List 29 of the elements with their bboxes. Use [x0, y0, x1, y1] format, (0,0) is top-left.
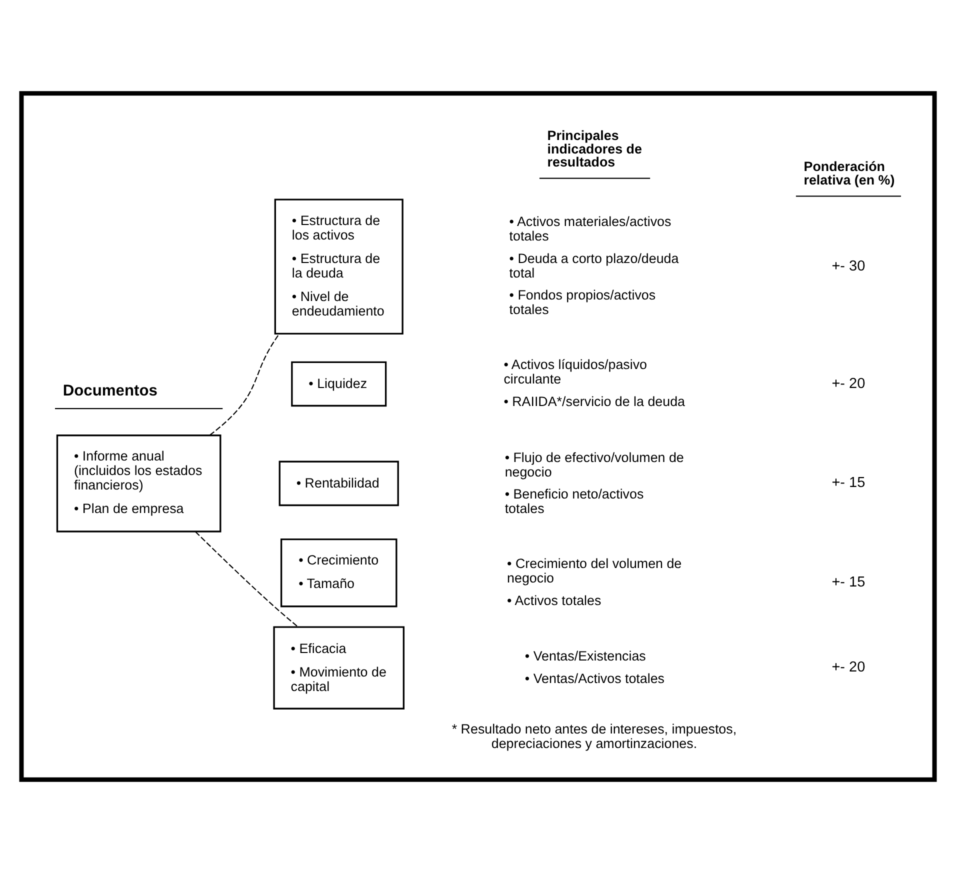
- connector: [209, 333, 280, 436]
- cluster: [19, 90, 937, 782]
- label: • Fondos propios/activos totales: [509, 287, 656, 317]
- label: • Ventas/Existencias: [524, 648, 646, 664]
- label: • Deuda a corto plazo/deuda total: [509, 250, 679, 280]
- label: Documentos: [62, 382, 158, 399]
- label: • Flujo de efectivo/volumen de negocio: [504, 449, 684, 479]
- node-box: • Rentabilidad: [278, 460, 399, 506]
- label: * Resultado neto antes de intereses, impuestos, depreciaciones y amortinzaciones.: [452, 720, 737, 750]
- label: Principales indicadores de resultados: [547, 127, 642, 170]
- label: • Beneficio neto/activos totales: [504, 486, 644, 516]
- label: +- 30: [832, 258, 866, 274]
- label: +- 15: [832, 474, 866, 491]
- label: • Activos líquidos/pasivo circulante: [504, 356, 648, 386]
- node-box: • Crecimiento • Tamaño: [280, 538, 398, 607]
- label: • RAIIDA*/servicio de la deuda: [504, 393, 686, 408]
- node-box: • Informe anual (incluidos los estados financieros) • Plan de empresa: [56, 434, 222, 532]
- node-box: • Estructura de los activos • Estructura de la deuda • Nivel de endeudamiento: [274, 198, 404, 334]
- label: +- 20: [832, 659, 866, 676]
- label: Ponderación relativa (en %): [804, 158, 895, 188]
- label: • Activos materiales/activos totales: [509, 213, 672, 243]
- label: +- 15: [832, 574, 866, 590]
- connector: [195, 530, 298, 627]
- label: • Ventas/Activos totales: [524, 670, 665, 686]
- label: +- 20: [832, 375, 866, 392]
- node-box: • Eficacia • Movimiento de capital: [273, 626, 405, 709]
- label: • Activos totales: [507, 592, 602, 608]
- label: • Crecimiento del volumen de negocio: [507, 555, 682, 585]
- node-box: • Liquidez: [291, 360, 387, 406]
